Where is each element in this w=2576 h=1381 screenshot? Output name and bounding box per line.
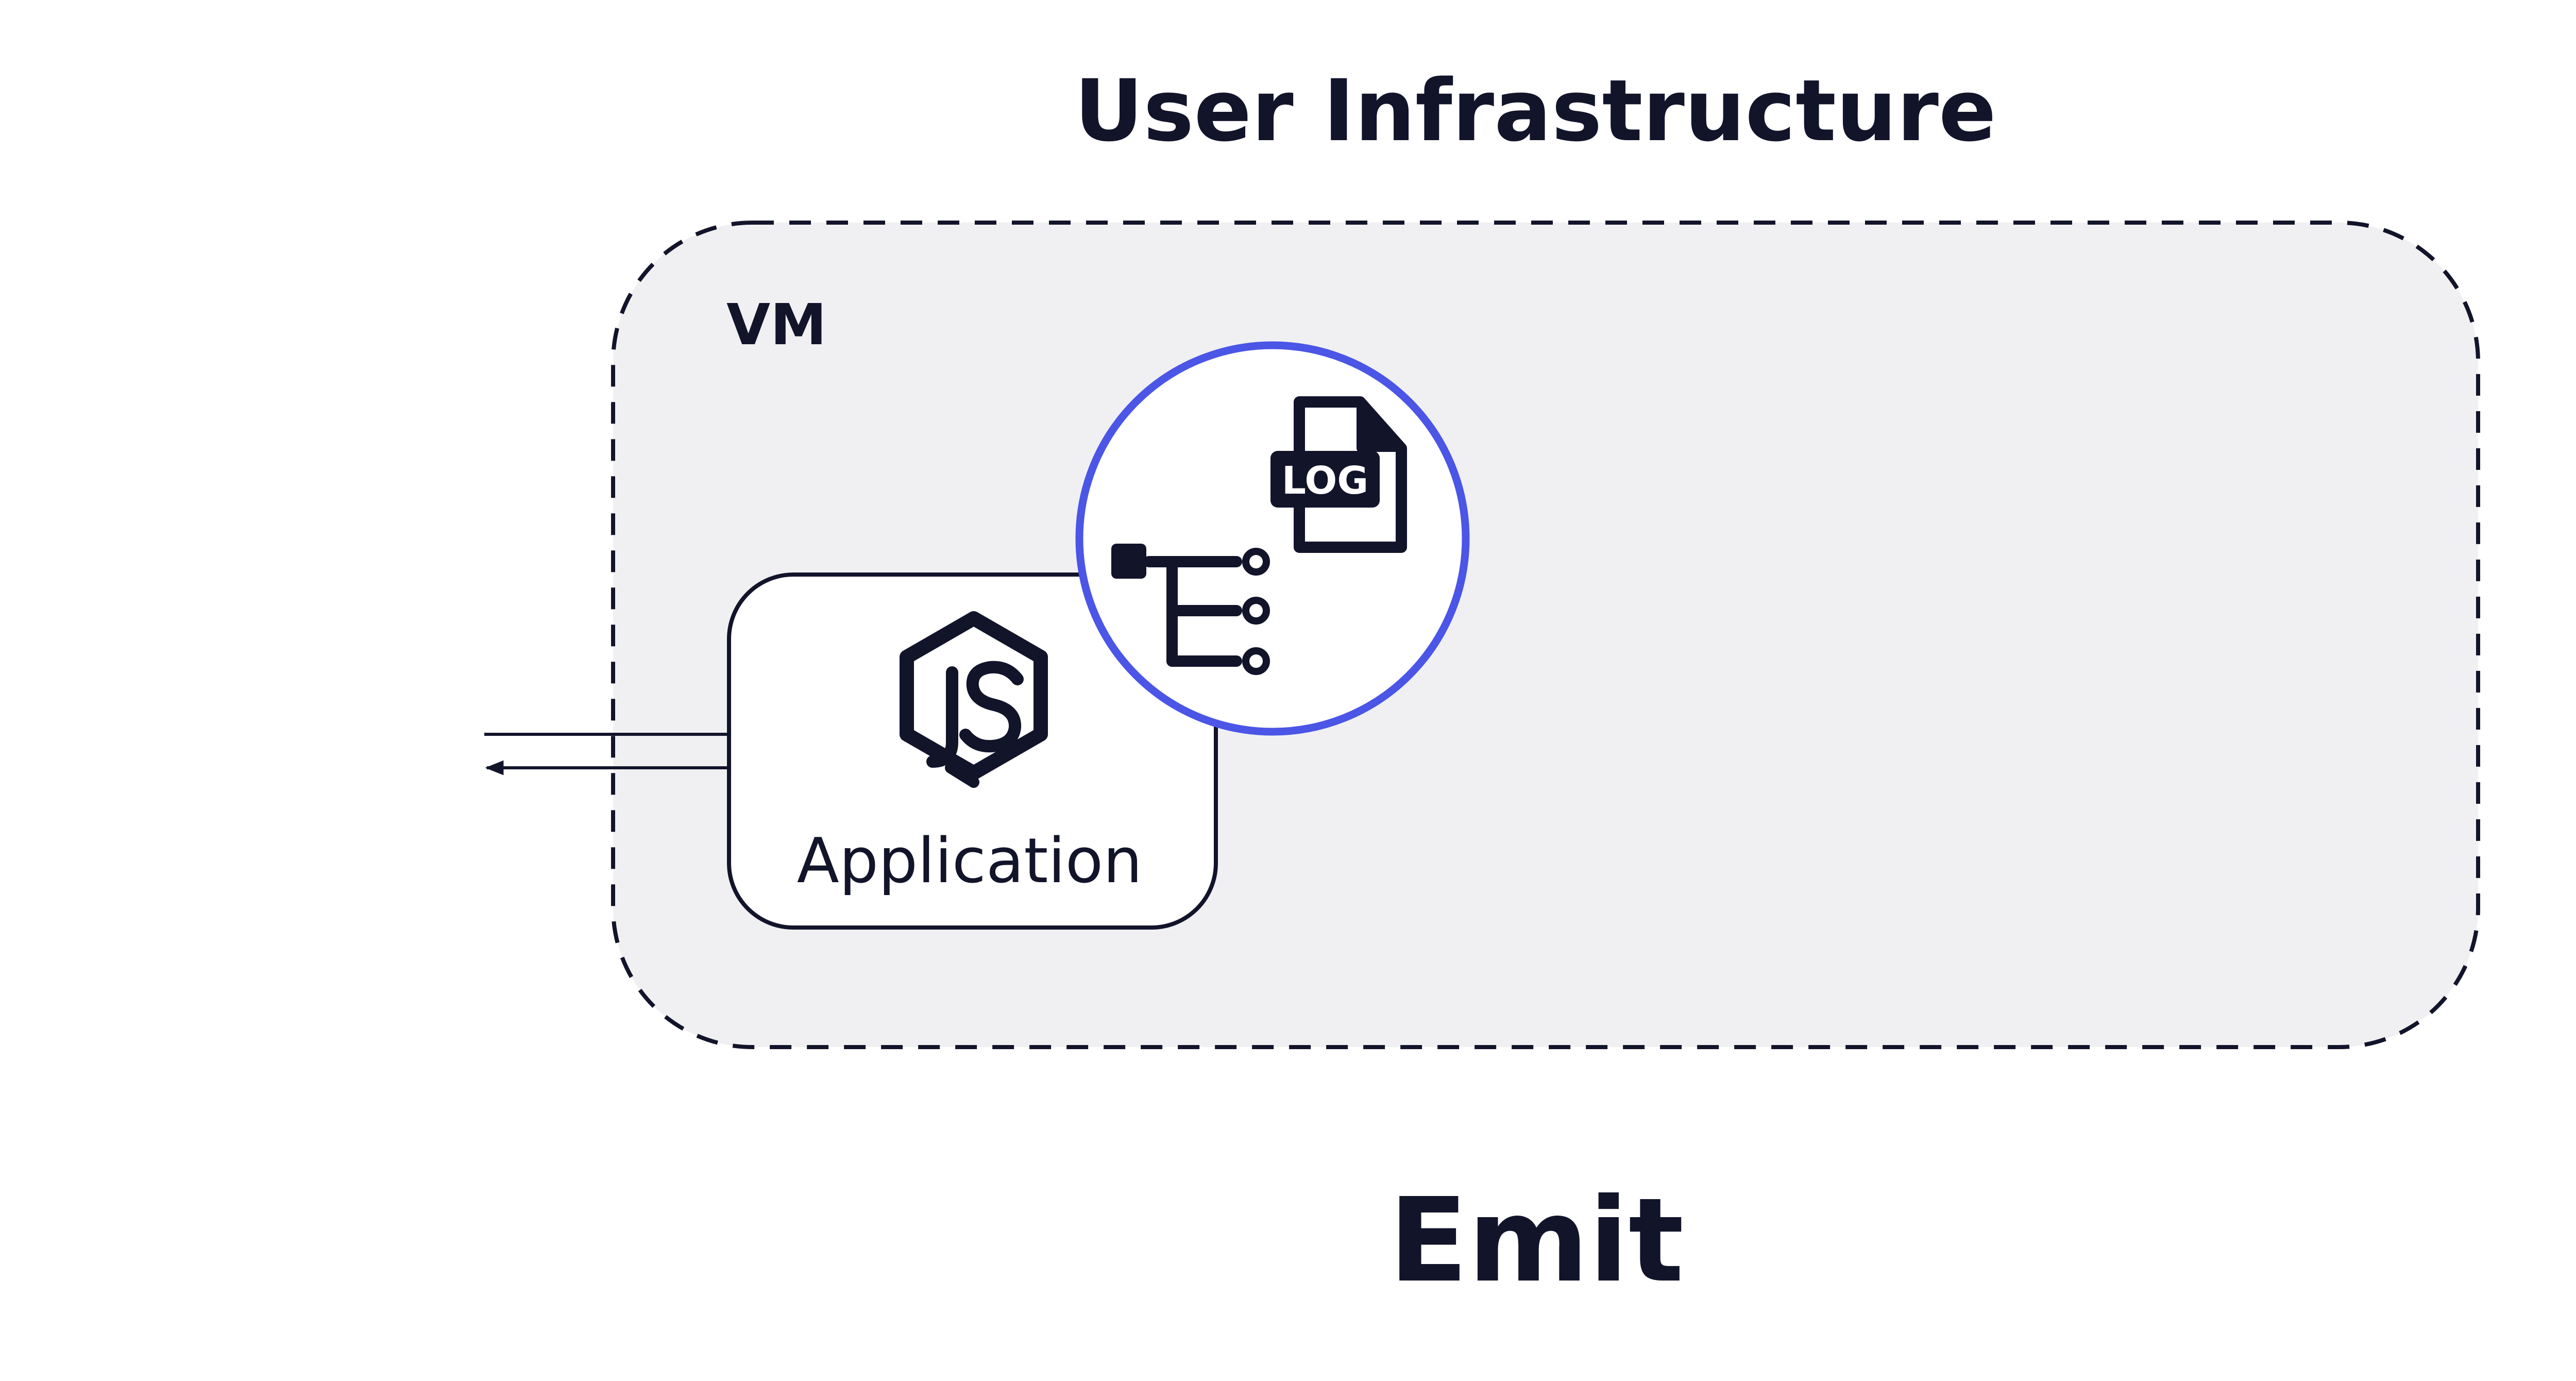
log-agent: LOG <box>1075 341 1470 736</box>
diagram-title: User Infrastructure <box>1074 61 1996 160</box>
log-file-icon: LOG <box>1270 396 1407 553</box>
log-forwarder-icon <box>1111 544 1270 675</box>
application-label: Application <box>797 826 1143 897</box>
vm-label: VM <box>726 292 827 358</box>
nodejs-hexagon-icon <box>900 611 1048 788</box>
diagram-caption: Emit <box>1389 1173 1684 1308</box>
agent-ring <box>1075 341 1470 736</box>
application-box <box>727 572 1218 930</box>
log-badge-text: LOG <box>1282 459 1368 503</box>
